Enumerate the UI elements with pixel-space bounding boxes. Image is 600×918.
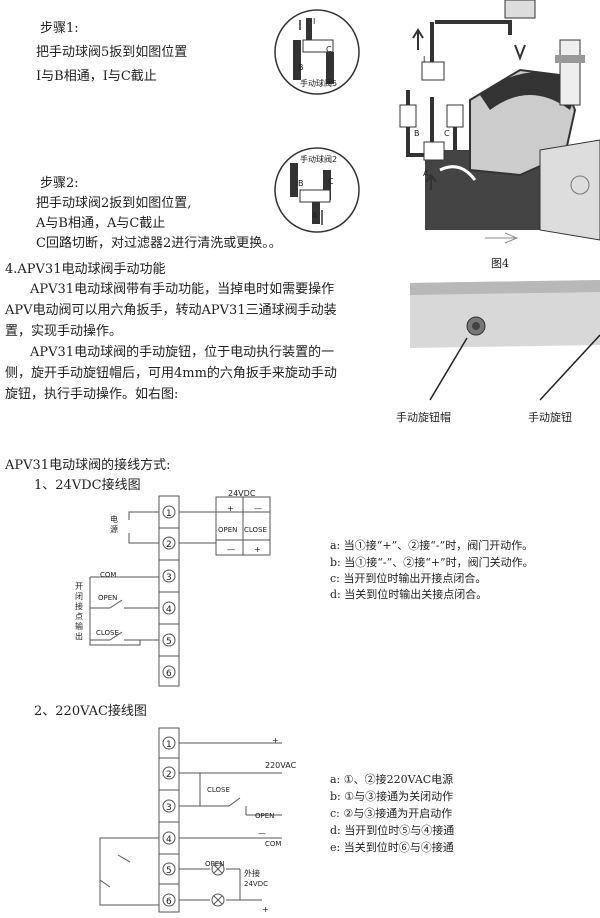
- step1-title: 步骤1:: [40, 21, 79, 36]
- ac-minus: —: [258, 829, 266, 838]
- fig-label-a-2: A: [423, 169, 429, 178]
- dc-terminal-4: 4: [166, 605, 172, 615]
- fig-label-b: B: [298, 63, 304, 72]
- step2-line1: 把手动球阀2扳到如图位置,: [36, 196, 192, 211]
- fig-label-b-3: B: [298, 179, 304, 188]
- ac-open: OPEN: [255, 812, 275, 820]
- dc-close: CLOSE: [96, 629, 119, 637]
- dc-power-1: 电: [110, 515, 118, 524]
- dc-side-4: 点: [75, 612, 83, 621]
- dc-note-c: c: 当开到位时输出开接点闭合。: [330, 572, 487, 585]
- fig-label-b-2: B: [414, 129, 420, 138]
- ac-ext-2: 24VDC: [244, 880, 268, 888]
- fig-label-c: C: [326, 45, 332, 54]
- dc-side-5: 输: [75, 622, 83, 631]
- dc-side-6: 出: [75, 632, 83, 641]
- fig-label-c-3: C: [328, 177, 334, 186]
- ac-plus-2: +: [262, 905, 269, 914]
- fig-label-i-2: I: [423, 55, 426, 64]
- dc-plus-2: +: [254, 545, 261, 554]
- ac-com: COM: [265, 840, 282, 848]
- ac-note-c: c: ②与③接通为开启动作: [330, 807, 453, 820]
- dc-terminal-1: 1: [166, 509, 172, 519]
- ac-close: CLOSE: [207, 786, 230, 794]
- step2-line3: C回路切断，对过滤器2进行清洗或更换。。: [36, 236, 282, 251]
- dc-power-2: 源: [110, 525, 118, 534]
- ac-terminal-6: 6: [166, 897, 172, 907]
- dc-terminal-2: 2: [166, 540, 172, 550]
- dc-side-3: 接: [75, 602, 83, 611]
- para2-line2: 侧，旋开手动旋钮帽后，可用4mm的六角扳手来旋动手动: [5, 366, 337, 381]
- dc-note-d: d: 当关到位时输出关接点闭合。: [330, 588, 488, 601]
- fig-label-i: I: [313, 17, 316, 26]
- ac-supply: 220VAC: [265, 761, 297, 770]
- dc-open: OPEN: [98, 594, 118, 602]
- wiring-heading: APV31电动球阀的接线方式:: [5, 458, 171, 473]
- ac-title: 2、220VAC接线图: [34, 704, 147, 719]
- ac-terminal-2: 2: [166, 770, 172, 780]
- ac-terminal-5: 5: [166, 866, 172, 876]
- ac-ext-1: 外接: [244, 869, 260, 878]
- dc-terminal-3: 3: [166, 573, 172, 583]
- dc-supply: 24VDC: [228, 489, 256, 498]
- dc-terminal-6: 6: [166, 669, 172, 679]
- cap-label: 手动旋钮帽: [396, 411, 451, 424]
- step1-line1: 把手动球阀5扳到如图位置: [36, 45, 188, 60]
- dc-terminal-5: 5: [166, 637, 172, 647]
- dc-side-1: 开: [75, 582, 83, 591]
- dc-title: 1、24VDC接线图: [34, 478, 141, 493]
- para2-line1: APV31电动球阀的手动旋钮，位于电动执行装置的一: [30, 345, 335, 360]
- valve5-label: 手动球阀5: [300, 79, 338, 88]
- para1-line2: APV电动阀可以用六角扳手，转动APV31三通球阀手动装: [5, 303, 337, 318]
- dc-minus-2: —: [227, 545, 235, 554]
- ac-note-e: e: 当关到位时⑥与④接通: [330, 841, 454, 854]
- dc-open-label: OPEN: [218, 526, 238, 534]
- dc-minus-1: —: [254, 504, 262, 513]
- dc-side-2: 闭: [75, 592, 83, 601]
- ac-note-a: a: ①、②接220VAC电源: [330, 773, 454, 786]
- section4-heading: 4.APV31电动球阀手动功能: [5, 262, 166, 277]
- valve-body-illustration: [425, 0, 600, 244]
- step2-title: 步骤2:: [40, 176, 79, 191]
- ac-terminal-4: 4: [166, 835, 172, 845]
- knob-label: 手动旋钮: [528, 411, 572, 424]
- para1-line1: APV31电动球阀带有手动功能，当掉电时如需要操作: [30, 282, 335, 297]
- dc-plus-1: +: [227, 504, 234, 513]
- dc-close-label: CLOSE: [244, 526, 267, 534]
- valve2-label: 手动球阀2: [300, 155, 338, 164]
- ac-note-b: b: ①与③接通为关闭动作: [330, 790, 454, 803]
- figure-caption: 图4: [491, 257, 509, 270]
- dc-com: COM: [100, 571, 117, 579]
- ac-terminal-3: 3: [166, 803, 172, 813]
- ac-terminal-1: 1: [166, 740, 172, 750]
- fig-label-c-2: C: [444, 129, 450, 138]
- para2-line3: 旋钮，执行手动操作。如右图:: [5, 387, 179, 402]
- step1-line2: I与B相通，I与C截止: [36, 69, 157, 84]
- ac-open2: OPEN: [205, 860, 225, 868]
- ac-plus-1: +: [272, 736, 279, 745]
- fig-label-a: A: [312, 211, 318, 220]
- ac-note-d: d: 当开到位时⑤与④接通: [330, 824, 455, 837]
- step2-line2: A与B相通，A与C截止: [36, 216, 166, 231]
- para1-line3: 置，实现手动操作。: [5, 324, 123, 339]
- dc-note-a: a: 当①接“+”、②接“-”时，阀门开动作。: [330, 539, 534, 552]
- actuator-box-illustration: [410, 280, 600, 401]
- dc-note-b: b: 当①接“-”、②接“+”时，阀门关动作。: [330, 556, 534, 569]
